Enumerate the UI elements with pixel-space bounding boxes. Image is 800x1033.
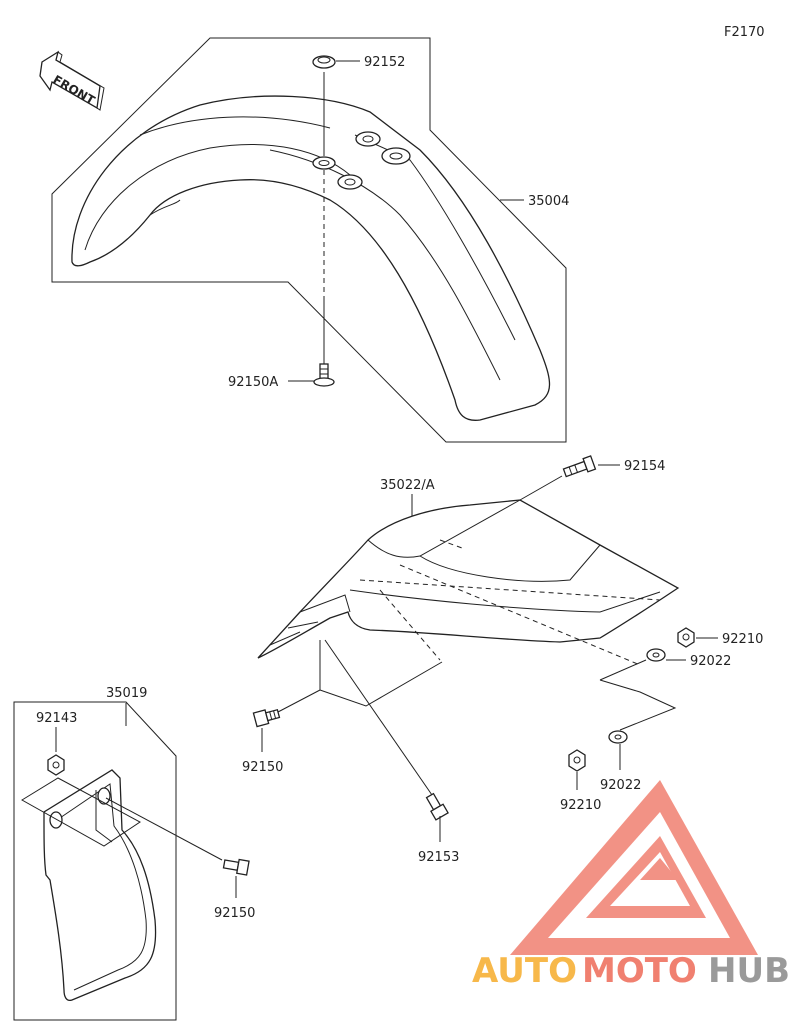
nut-icon	[677, 627, 695, 648]
label-92150A: 92150A	[228, 375, 278, 390]
label-35022A: 35022/A	[380, 478, 435, 493]
bolt-icon	[222, 858, 250, 876]
watermark-text: AUTO MOTO HUB	[472, 951, 790, 991]
front-fender	[71, 95, 551, 421]
label-92150-flap: 92150	[214, 906, 255, 921]
label-92153: 92153	[418, 850, 459, 865]
automotohub-logo	[510, 780, 758, 955]
bolt-icon	[252, 708, 281, 728]
label-92152: 92152	[364, 55, 405, 70]
label-92022-bottom: 92022	[600, 778, 641, 793]
watermark-hub: HUB	[708, 951, 790, 991]
bolt-icon	[562, 455, 597, 478]
front-fender-group: 92152 92150A 35004	[51, 37, 569, 443]
mud-flap	[43, 769, 157, 1002]
figure-code: F2170	[724, 25, 765, 40]
rear-fender-group: 35022/A 92154 92210 92022	[242, 455, 763, 865]
label-35004: 35004	[528, 194, 569, 209]
rear-fender	[257, 499, 680, 659]
nut-icon	[568, 749, 586, 772]
watermark-moto: MOTO	[582, 951, 697, 991]
washer-icon	[646, 648, 666, 662]
label-92143: 92143	[36, 711, 77, 726]
label-92150-left: 92150	[242, 760, 283, 775]
watermark-auto: AUTO	[472, 951, 577, 991]
label-92022-right: 92022	[690, 654, 731, 669]
label-35019: 35019	[106, 686, 147, 701]
label-92210-bottom: 92210	[560, 798, 601, 813]
label-92210-right: 92210	[722, 632, 763, 647]
front-arrow-icon: FRONT	[39, 50, 105, 111]
washer-icon	[608, 730, 628, 744]
bolt-icon	[313, 363, 335, 387]
grommet-icon	[312, 55, 336, 69]
mud-flap-group: 35019 92143 92150	[13, 686, 255, 1021]
bolt-icon	[425, 792, 449, 821]
grommet-icon	[47, 754, 65, 776]
label-92154: 92154	[624, 459, 665, 474]
